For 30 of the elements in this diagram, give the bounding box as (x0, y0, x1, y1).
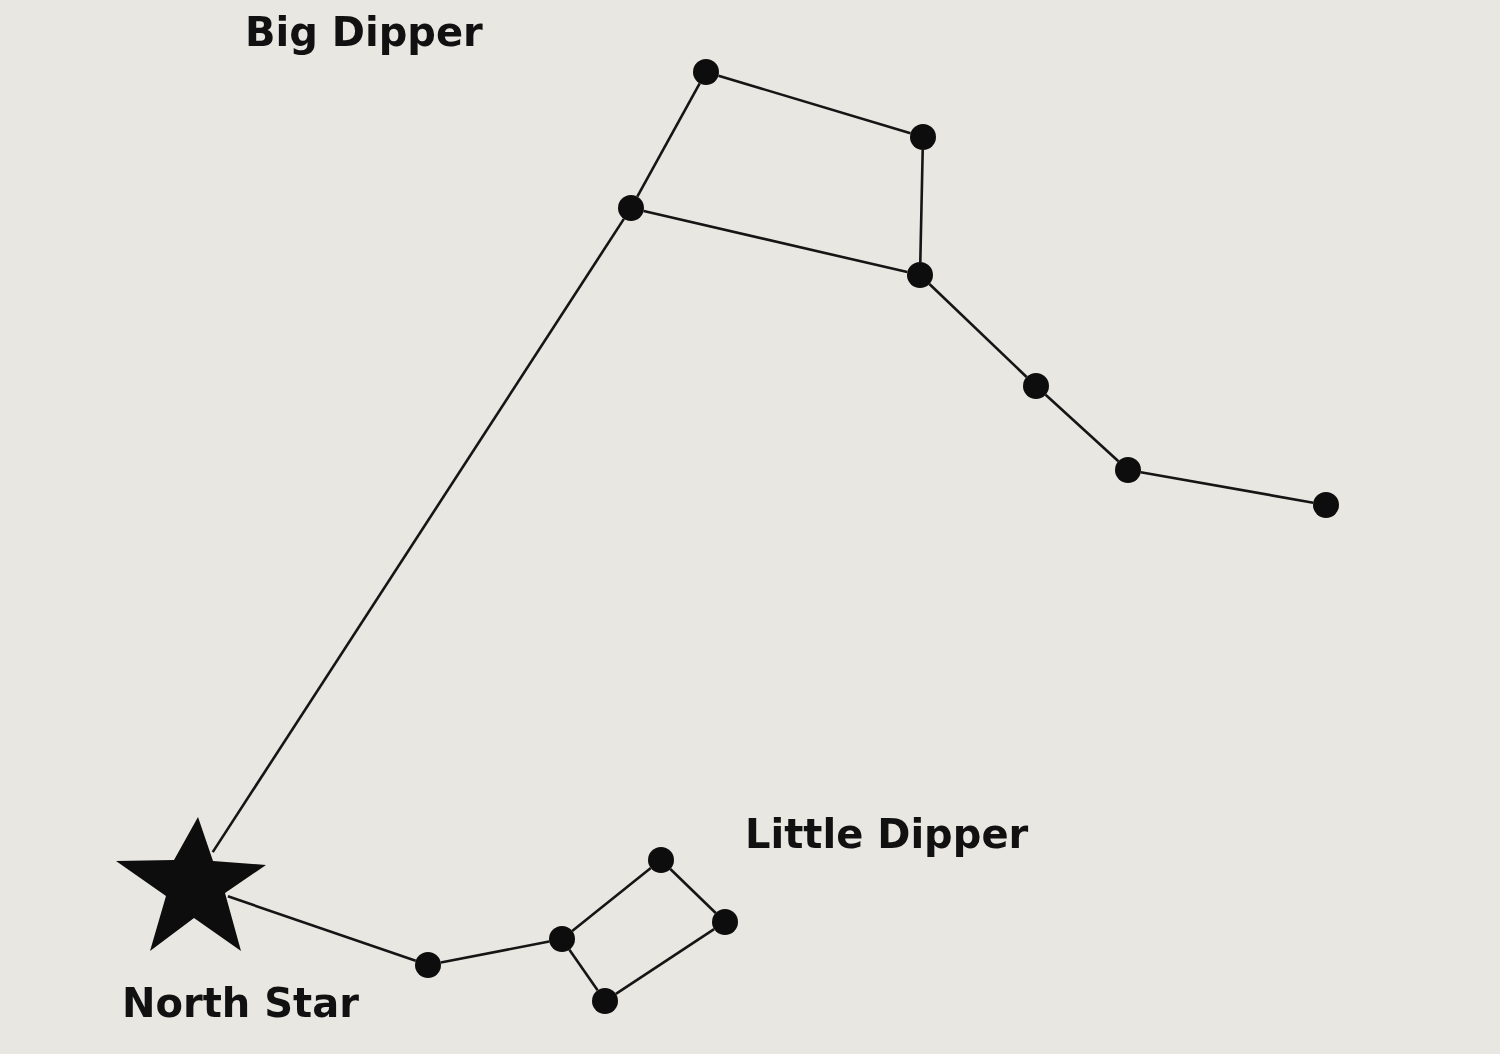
constellation-label: Big Dipper (245, 10, 483, 54)
constellation-line (636, 82, 701, 198)
constellation-line (1044, 393, 1120, 463)
star-dot (1023, 373, 1049, 399)
star-dot (415, 952, 441, 978)
constellation-label: Little Dipper (745, 812, 1029, 856)
star-label: North Star (122, 981, 359, 1025)
constellation-line (571, 867, 652, 932)
constellation-line (1140, 471, 1314, 504)
constellation-line (440, 940, 550, 964)
constellation-line (227, 895, 417, 963)
star-dot (712, 909, 738, 935)
star-dot (648, 847, 674, 873)
star-dot (693, 59, 719, 85)
constellation-line (615, 928, 715, 995)
star-dot (907, 262, 933, 288)
constellation-line (669, 868, 717, 914)
star-dot (1115, 457, 1141, 483)
constellation-line (928, 283, 1028, 378)
star-dot (1313, 492, 1339, 518)
star-dot (549, 926, 575, 952)
star-icon (116, 817, 268, 951)
constellation-line (919, 149, 924, 263)
constellation-line (211, 218, 625, 853)
constellation-line (643, 209, 908, 274)
star-dot (592, 988, 618, 1014)
star-dot (618, 195, 644, 221)
star-dot (910, 124, 936, 150)
constellation-line (568, 948, 599, 992)
constellation-line (718, 74, 911, 135)
